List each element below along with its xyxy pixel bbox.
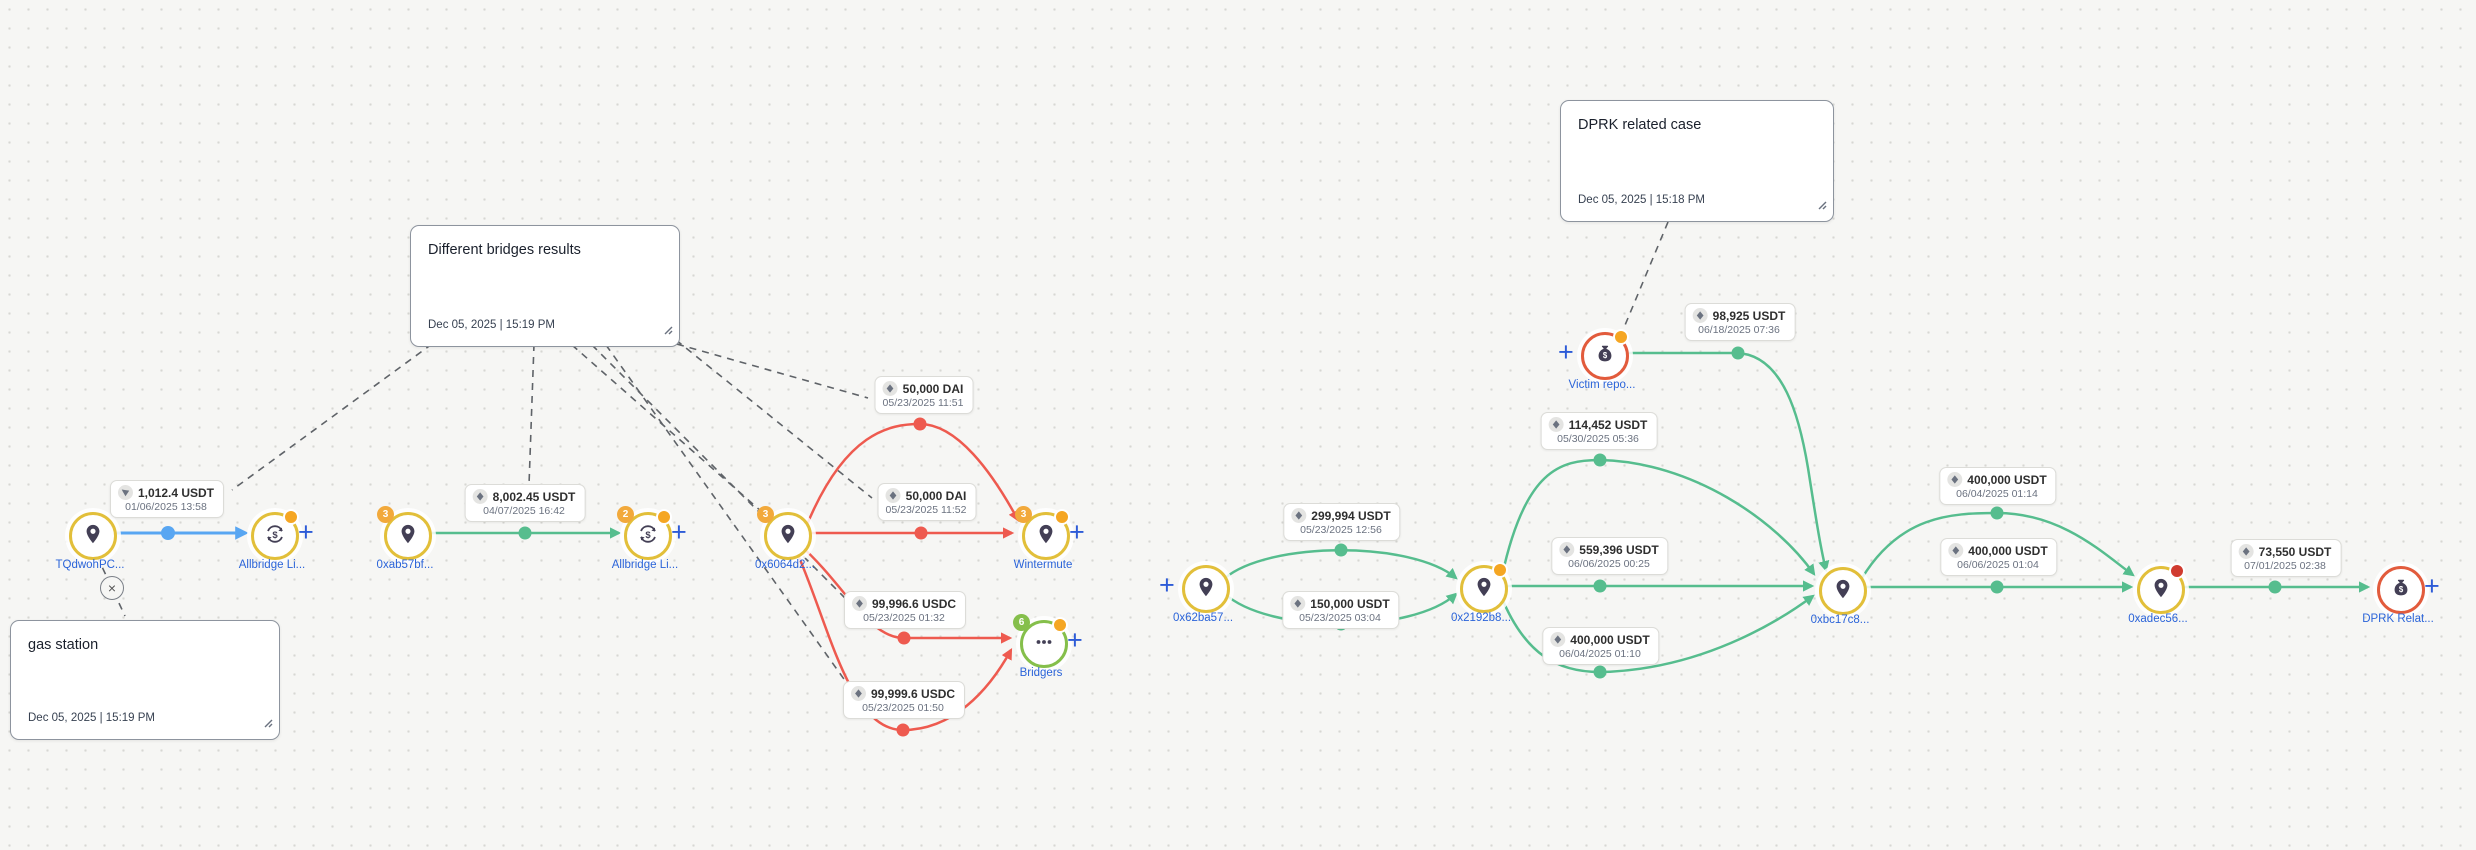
connector-dprk-note[interactable] bbox=[1622, 221, 1669, 331]
node-label: Wintermute bbox=[1013, 559, 1073, 571]
note-timestamp: Dec 05, 2025 | 15:19 PM bbox=[428, 319, 556, 331]
resize-handle-icon[interactable] bbox=[262, 715, 273, 733]
count-badge: 6 bbox=[1013, 614, 1030, 631]
node-label: 0xadec56... bbox=[2128, 613, 2188, 625]
edge-label-pill[interactable]: 559,396 USDT 06/06/2025 00:25 bbox=[1551, 537, 1669, 575]
eth-icon bbox=[850, 686, 866, 701]
address-pin-icon bbox=[1473, 576, 1495, 603]
count-badge: 3 bbox=[377, 506, 394, 523]
node-label: 0x2192b8... bbox=[1450, 612, 1512, 624]
note-different-bridges[interactable]: Different bridges results Dec 05, 2025 |… bbox=[410, 225, 680, 347]
edge-label-pill[interactable]: 98,925 USDT 06/18/2025 07:36 bbox=[1684, 303, 1796, 341]
svg-text:$: $ bbox=[272, 529, 278, 540]
eth-icon bbox=[885, 488, 901, 503]
note-timestamp: Dec 05, 2025 | 15:18 PM bbox=[1578, 194, 1706, 206]
edge-label-pill[interactable]: 1,012.4 USDT 01/06/2025 13:58 bbox=[109, 480, 225, 518]
ellipsis-service-icon bbox=[1033, 631, 1055, 658]
note-connectors bbox=[96, 221, 1669, 697]
eth-icon bbox=[472, 489, 488, 504]
eth-icon bbox=[1947, 472, 1963, 487]
eth-icon bbox=[1692, 308, 1708, 323]
money-bag-icon: $ bbox=[2390, 577, 2412, 604]
eth-icon bbox=[1290, 596, 1306, 611]
status-dot-red bbox=[2169, 563, 2185, 579]
eth-icon bbox=[1548, 417, 1564, 432]
edge-label-pill[interactable]: 400,000 USDT 06/04/2025 01:14 bbox=[1939, 467, 2057, 505]
expand-plus-button[interactable]: + bbox=[1159, 570, 1175, 600]
eth-icon bbox=[851, 596, 867, 611]
address-pin-icon bbox=[1195, 576, 1217, 603]
edge-label-pill[interactable]: 400,000 USDT 06/06/2025 01:04 bbox=[1940, 538, 2058, 576]
status-dot-orange bbox=[656, 509, 672, 525]
edge-label-pill[interactable]: 8,002.45 USDT 04/07/2025 16:42 bbox=[464, 484, 586, 522]
edge-label-pill[interactable]: 299,994 USDT 05/23/2025 12:56 bbox=[1283, 503, 1401, 541]
node-label: 0x6064d2... bbox=[754, 559, 816, 571]
node-label: 0x62ba57... bbox=[1172, 612, 1234, 624]
address-pin-icon bbox=[397, 523, 419, 550]
note-gas-station[interactable]: gas station Dec 05, 2025 | 15:19 PM bbox=[10, 620, 280, 740]
status-dot-orange bbox=[283, 509, 299, 525]
edge-0x2192b8-0xbc17c8-a[interactable] bbox=[1500, 458, 1816, 577]
eth-icon bbox=[1550, 632, 1566, 647]
unlink-note-button[interactable]: × bbox=[100, 576, 124, 600]
node-label: Victim repo... bbox=[1568, 379, 1636, 391]
node-label: Bridgers bbox=[1019, 667, 1063, 679]
edge-label-pill[interactable]: 50,000 DAI 05/23/2025 11:52 bbox=[877, 483, 977, 521]
expand-plus-button[interactable]: + bbox=[298, 517, 314, 547]
svg-text:$: $ bbox=[2399, 585, 2404, 594]
note-title: Different bridges results bbox=[428, 242, 581, 258]
svg-text:$: $ bbox=[1603, 351, 1608, 360]
expand-plus-button[interactable]: + bbox=[1069, 517, 1085, 547]
money-bag-icon: $ bbox=[1594, 343, 1616, 370]
note-title: gas station bbox=[28, 637, 99, 653]
note-title: DPRK related case bbox=[1578, 117, 1702, 133]
note-dprk-related-case[interactable]: DPRK related case Dec 05, 2025 | 15:18 P… bbox=[1560, 100, 1834, 222]
edge-0x2192b8-0xbc17c8-c[interactable] bbox=[1499, 594, 1815, 674]
node-label: 0xbc17c8... bbox=[1810, 614, 1870, 626]
svg-text:$: $ bbox=[645, 529, 651, 540]
edge-label-pill[interactable]: 150,000 USDT 05/23/2025 03:04 bbox=[1282, 591, 1400, 629]
eth-icon bbox=[2238, 544, 2254, 559]
status-dot-orange bbox=[1492, 562, 1508, 578]
edge-victim-0xbc17c8[interactable] bbox=[1626, 351, 1830, 573]
eth-icon bbox=[1291, 508, 1307, 523]
expand-plus-button[interactable]: + bbox=[1558, 337, 1574, 367]
eth-icon bbox=[882, 381, 898, 396]
expand-plus-button[interactable]: + bbox=[2424, 571, 2440, 601]
eth-icon bbox=[1559, 542, 1575, 557]
address-pin-icon bbox=[2150, 577, 2172, 604]
edge-label-pill[interactable]: 50,000 DAI 05/23/2025 11:51 bbox=[874, 376, 974, 414]
count-badge: 3 bbox=[757, 506, 774, 523]
note-timestamp: Dec 05, 2025 | 15:19 PM bbox=[28, 712, 156, 724]
connector-gas-station[interactable] bbox=[96, 555, 126, 617]
resize-handle-icon[interactable] bbox=[1816, 197, 1827, 215]
expand-plus-button[interactable]: + bbox=[1067, 625, 1083, 655]
bridge-swap-icon: $ bbox=[263, 522, 287, 551]
count-badge: 2 bbox=[617, 506, 634, 523]
address-pin-icon bbox=[777, 523, 799, 550]
edge-label-pill[interactable]: 99,996.6 USDC 05/23/2025 01:32 bbox=[843, 591, 967, 629]
expand-plus-button[interactable]: + bbox=[671, 517, 687, 547]
edge-label-pill[interactable]: 99,999.6 USDC 05/23/2025 01:50 bbox=[842, 681, 966, 719]
resize-handle-icon[interactable] bbox=[662, 322, 673, 340]
count-badge: 3 bbox=[1015, 506, 1032, 523]
status-dot-orange bbox=[1052, 617, 1068, 633]
edge-label-pill[interactable]: 400,000 USDT 06/04/2025 01:10 bbox=[1542, 627, 1660, 665]
edge-label-pill[interactable]: 73,550 USDT 07/01/2025 02:38 bbox=[2230, 539, 2342, 577]
tron-icon bbox=[117, 485, 133, 500]
node-label: Allbridge Li... bbox=[238, 559, 306, 571]
address-pin-icon bbox=[1035, 523, 1057, 550]
node-label: Allbridge Li... bbox=[611, 559, 679, 571]
bridge-swap-icon: $ bbox=[636, 522, 660, 551]
status-dot-orange bbox=[1054, 509, 1070, 525]
eth-icon bbox=[1948, 543, 1964, 558]
node-label: DPRK Relat... bbox=[2362, 613, 2434, 625]
address-pin-icon bbox=[82, 523, 104, 550]
edge-label-pill[interactable]: 114,452 USDT 05/30/2025 05:36 bbox=[1540, 412, 1658, 450]
node-label: TQdwohPC... bbox=[55, 559, 125, 571]
address-pin-icon bbox=[1832, 578, 1854, 605]
node-label: 0xab57bf... bbox=[376, 559, 434, 571]
status-dot-orange bbox=[1613, 329, 1629, 345]
